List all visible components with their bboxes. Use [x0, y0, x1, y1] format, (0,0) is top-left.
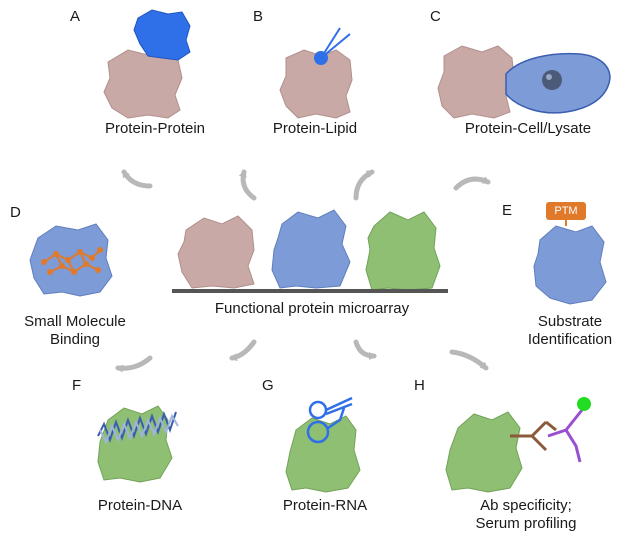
caption-protein-rna: Protein-RNA	[282, 497, 368, 514]
arrow-to-f	[229, 339, 257, 362]
arrow-to-a	[121, 169, 153, 189]
panel-label-b: B	[253, 8, 264, 25]
panel-b-illustration	[279, 27, 353, 119]
caption-ab-specificity: Ab specificity; Serum profiling	[436, 497, 616, 533]
arrow-to-g	[353, 339, 377, 360]
panel-label-e: E	[502, 202, 513, 219]
panel-label-g: G	[262, 377, 274, 394]
ptm-tag	[546, 202, 586, 220]
bright-blue-protein-shape	[133, 9, 191, 61]
caption-functional-protein-microarray: Functional protein microarray	[214, 300, 410, 317]
ptm-tag-label: PTM	[554, 205, 578, 217]
rna-hairpin-icon	[306, 396, 353, 444]
panel-c-illustration	[437, 45, 611, 119]
green-protein-shape	[365, 211, 441, 291]
center-microarray-illustration	[172, 209, 448, 293]
panel-label-d: D	[10, 204, 21, 221]
caption-small-molecule: Small Molecule Binding	[0, 313, 150, 349]
arrow-to-b	[238, 169, 257, 201]
panel-label-a: A	[70, 8, 81, 25]
arrows	[115, 169, 491, 373]
green-protein-shape	[445, 411, 523, 493]
arrow-to-e	[453, 176, 491, 191]
caption-substrate-line2: Identification	[527, 331, 613, 348]
pink-protein-shape	[437, 45, 515, 119]
blue-protein-shape	[271, 209, 351, 289]
caption-substrate-line1: Substrate	[537, 313, 603, 330]
caption-small-molecule-line1: Small Molecule	[24, 313, 126, 330]
caption-ab-line2: Serum profiling	[475, 515, 577, 532]
panel-label-h: H	[414, 377, 425, 394]
panel-e-illustration	[533, 202, 607, 305]
panel-d-illustration	[29, 223, 113, 297]
green-protein-shape	[285, 415, 361, 493]
arrow-to-d	[115, 355, 153, 373]
caption-ab-line1: Ab specificity;	[480, 497, 572, 514]
panel-a-illustration	[103, 9, 191, 119]
primary-antibody-icon	[510, 420, 557, 452]
panel-label-f: F	[72, 377, 82, 394]
arrow-to-h	[449, 349, 489, 371]
lipid-head-dot	[314, 51, 328, 65]
caption-protein-dna: Protein-DNA	[97, 497, 183, 514]
panel-h-illustration	[445, 397, 591, 493]
nucleus-highlight	[546, 74, 552, 80]
panel-label-c: C	[430, 8, 441, 25]
panel-g-illustration	[285, 396, 361, 493]
dna-strand	[97, 411, 177, 443]
caption-substrate-identification: Substrate Identification	[500, 313, 640, 349]
nucleus-dot	[542, 70, 562, 90]
panel-f-illustration	[97, 405, 179, 483]
blue-protein-shape	[533, 225, 607, 305]
caption-protein-cell-lysate: Protein-Cell/Lysate	[464, 120, 592, 137]
fluorescent-label-dot	[577, 397, 591, 411]
arrow-to-c	[353, 169, 375, 201]
caption-protein-protein: Protein-Protein	[104, 120, 206, 137]
pink-protein-shape	[177, 215, 255, 289]
caption-protein-lipid: Protein-Lipid	[272, 120, 358, 137]
caption-small-molecule-line2: Binding	[49, 331, 101, 348]
dna-strand	[99, 413, 179, 445]
green-protein-shape	[97, 405, 173, 483]
